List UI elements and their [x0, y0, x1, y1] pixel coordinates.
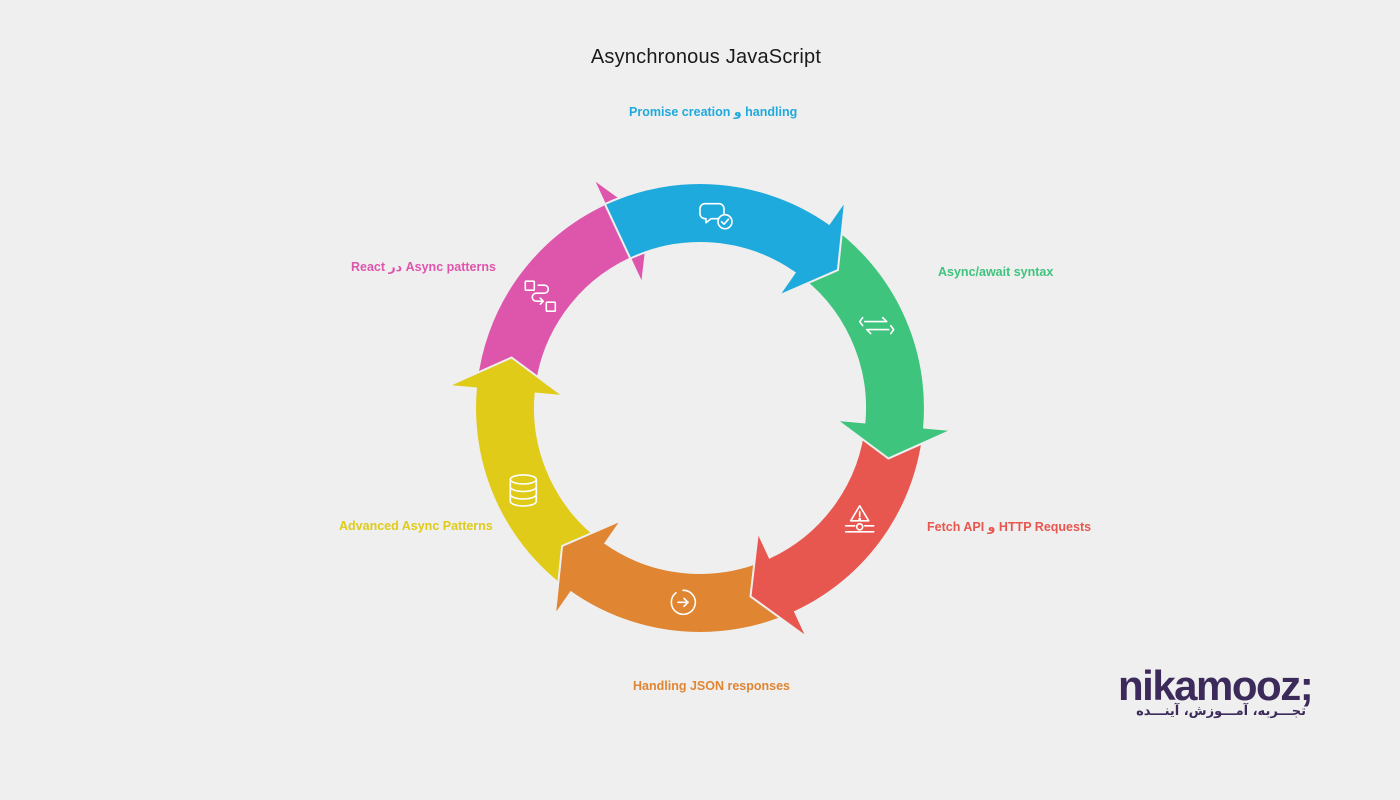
database-icon: [509, 474, 538, 507]
network-warning-icon: [844, 504, 875, 533]
brand-tagline: تجـــربه، آمـــوزش، آینـــده: [1136, 704, 1306, 719]
step-label-async-await: Async/await syntax: [938, 265, 1054, 279]
step-label-advanced: Advanced Async Patterns: [339, 519, 493, 533]
speech-bubble-check-icon: [699, 202, 733, 230]
exchange-arrows-icon: [858, 316, 895, 335]
step-label-json: Handling JSON responses: [633, 679, 790, 693]
cycle-arrow-promise: [603, 182, 847, 299]
diagram-title: Asynchronous JavaScript: [590, 46, 822, 68]
step-label-fetch-api: Fetch API و HTTP Requests: [927, 520, 1092, 534]
cycle-arrow-json: [553, 517, 797, 634]
step-label-react: React در Async patterns: [351, 260, 496, 274]
workflow-icon: [524, 280, 557, 313]
arrow-circle-icon: [670, 589, 697, 616]
cycle-arrow-async-await: [793, 222, 956, 460]
brand-name: nikamooz;: [1118, 662, 1314, 709]
step-label-promise: Promise creation و handling: [629, 105, 798, 119]
brand-logo: nikamooz; تجـــربه، آمـــوزش، آینـــده: [1118, 662, 1328, 728]
cycle-arrow-react: [474, 175, 651, 395]
cycle-arrow-fetch: [749, 421, 926, 641]
